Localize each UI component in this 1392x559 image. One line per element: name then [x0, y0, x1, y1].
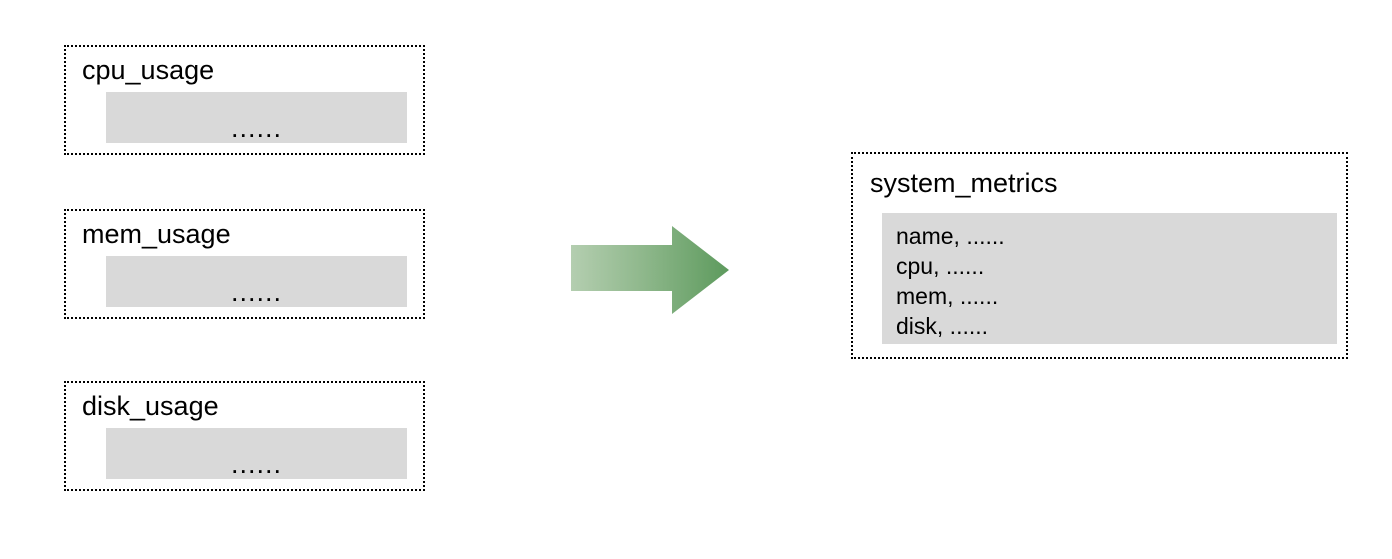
source-box-body: ...... — [106, 92, 407, 143]
source-box-title: mem_usage — [82, 219, 231, 249]
source-box-disk-usage: disk_usage ...... — [64, 381, 425, 491]
source-box-cpu-usage: cpu_usage ...... — [64, 45, 425, 155]
target-box-body: name, ...... cpu, ...... mem, ...... dis… — [882, 213, 1337, 344]
target-field-row: name, ...... — [896, 223, 1005, 249]
target-field-row: mem, ...... — [896, 283, 999, 309]
target-field-row: cpu, ...... — [896, 253, 985, 279]
source-box-title: disk_usage — [82, 391, 219, 421]
arrow-right-icon — [571, 226, 729, 314]
source-box-title: cpu_usage — [82, 55, 215, 85]
source-box-ellipsis: ...... — [230, 449, 282, 479]
target-field-row: disk, ...... — [896, 313, 989, 339]
source-box-ellipsis: ...... — [230, 113, 282, 143]
source-box-ellipsis: ...... — [230, 277, 282, 307]
arrow-shape — [571, 226, 729, 314]
target-field-list: name, ...... cpu, ...... mem, ...... dis… — [896, 221, 1005, 341]
source-box-body: ...... — [106, 256, 407, 307]
source-box-mem-usage: mem_usage ...... — [64, 209, 425, 319]
target-box-system-metrics: system_metrics name, ...... cpu, ...... … — [851, 152, 1348, 359]
source-box-body: ...... — [106, 428, 407, 479]
target-box-title: system_metrics — [870, 168, 1058, 198]
